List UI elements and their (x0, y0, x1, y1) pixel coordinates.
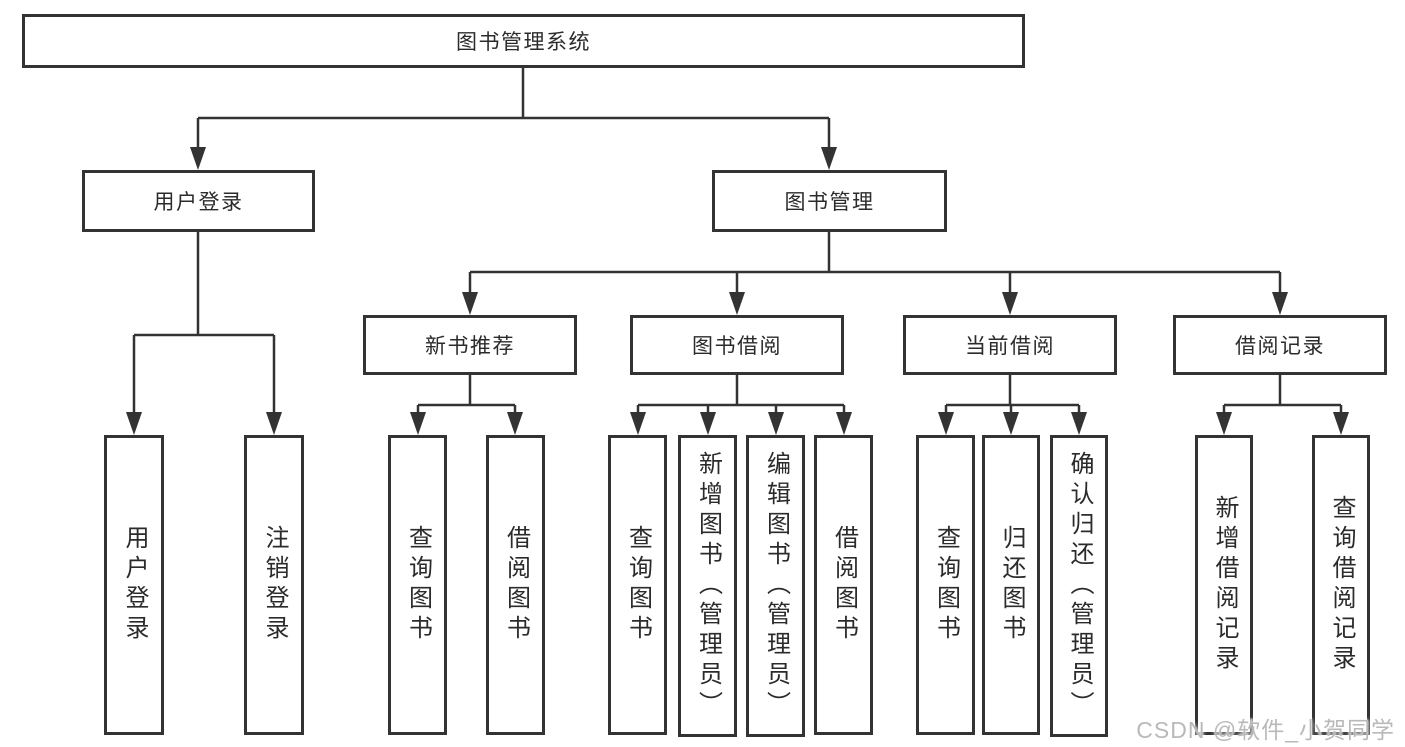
node-label: 图书管理 (784, 191, 875, 214)
node-label: 归还图书 (998, 525, 1025, 645)
node-new-book-recommend: 新书推荐 (363, 315, 577, 375)
node-borrow-records: 借阅记录 (1173, 315, 1387, 375)
node-label: 查询图书 (932, 525, 960, 645)
arrow-down-icon (190, 147, 206, 170)
node-label: 查询图书 (404, 525, 432, 645)
node-book-management: 图书管理 (712, 170, 947, 232)
arrow-down-icon (1216, 412, 1232, 435)
node-current-borrow: 当前借阅 (903, 315, 1117, 375)
arrow-down-icon (1071, 412, 1087, 435)
node-label: 借阅记录 (1235, 335, 1325, 358)
arrow-down-icon (126, 412, 142, 435)
arrow-down-icon (768, 412, 784, 435)
node-label: 用户登录 (121, 525, 148, 645)
leaf-query-books-3: 查询图书 (916, 435, 975, 735)
arrow-down-icon (266, 412, 282, 435)
node-label: 新书推荐 (425, 335, 515, 358)
leaf-add-book-admin: 新增图书（管理员） (678, 435, 737, 737)
leaf-query-books-2: 查询图书 (608, 435, 667, 735)
leaf-borrow-books-2: 借阅图书 (814, 435, 873, 735)
arrow-down-icon (1272, 292, 1288, 315)
node-label: 当前借阅 (965, 335, 1055, 358)
leaf-confirm-return-admin: 确认归还（管理员） (1050, 435, 1108, 737)
node-label: 编辑图书（管理员） (762, 451, 790, 721)
arrow-down-icon (729, 292, 745, 315)
node-label: 用户登录 (153, 191, 244, 214)
node-label: 新增借阅记录 (1211, 495, 1238, 675)
node-book-borrow: 图书借阅 (630, 315, 844, 375)
arrow-down-icon (1002, 292, 1018, 315)
arrow-down-icon (1003, 412, 1019, 435)
arrow-down-icon (410, 412, 426, 435)
node-user-login: 用户登录 (82, 170, 315, 232)
node-label: 确认归还（管理员） (1066, 451, 1093, 721)
arrow-down-icon (630, 412, 646, 435)
arrow-down-icon (1333, 412, 1349, 435)
leaf-add-borrow-record: 新增借阅记录 (1195, 435, 1253, 735)
node-label: 新增图书（管理员） (694, 451, 722, 721)
leaf-user-login: 用户登录 (104, 435, 164, 735)
node-label: 查询借阅记录 (1328, 495, 1355, 675)
leaf-borrow-books-1: 借阅图书 (486, 435, 545, 735)
node-label: 查询图书 (624, 525, 652, 645)
leaf-query-borrow-record: 查询借阅记录 (1312, 435, 1370, 735)
leaf-return-books: 归还图书 (982, 435, 1040, 735)
leaf-logout: 注销登录 (244, 435, 304, 735)
arrow-down-icon (700, 412, 716, 435)
leaf-edit-book-admin: 编辑图书（管理员） (746, 435, 805, 737)
node-label: 注销登录 (261, 525, 288, 645)
node-root-label: 图书管理系统 (456, 31, 591, 54)
node-label: 借阅图书 (830, 525, 858, 645)
node-label: 图书借阅 (692, 335, 782, 358)
watermark-csdn: CSDN @软件_小贺同学 (1136, 717, 1395, 743)
node-label: 借阅图书 (502, 525, 530, 645)
arrow-down-icon (507, 412, 523, 435)
arrow-down-icon (462, 292, 478, 315)
arrow-down-icon (821, 147, 837, 170)
leaf-query-books-1: 查询图书 (388, 435, 447, 735)
arrow-down-icon (938, 412, 954, 435)
arrow-down-icon (836, 412, 852, 435)
node-root-system: 图书管理系统 (22, 14, 1025, 68)
